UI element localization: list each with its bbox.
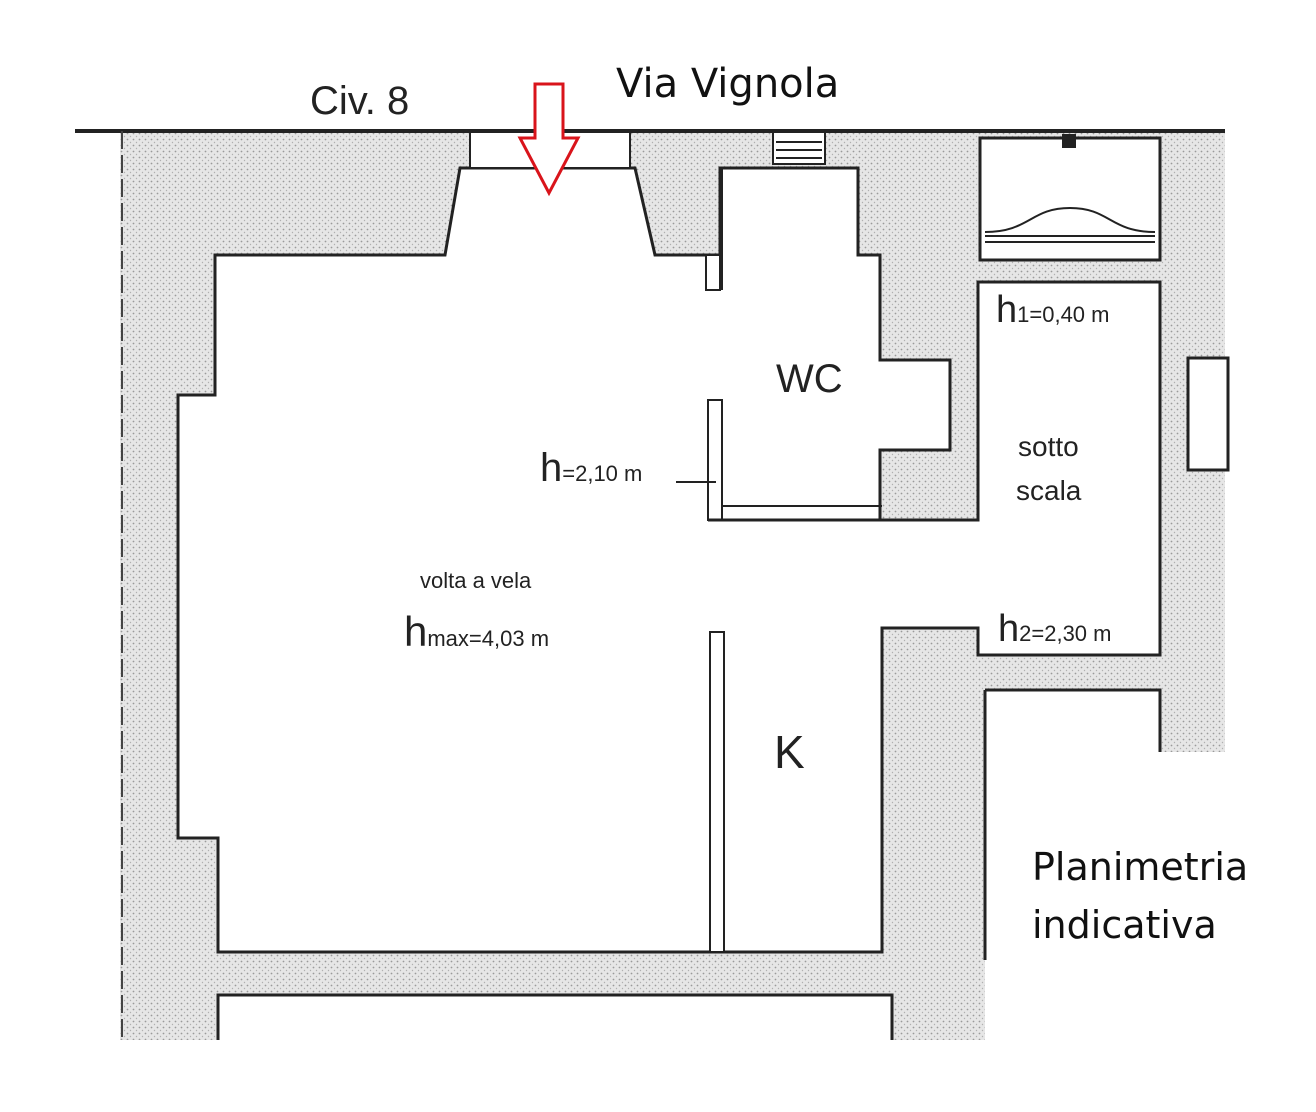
under-stairs-label-1: sotto: [1018, 431, 1079, 462]
caption-line-1: Planimetria: [1032, 845, 1248, 889]
wall-stub: [705, 254, 721, 291]
caption-line-2: indicativa: [1032, 903, 1217, 947]
kitchen-label: K: [774, 726, 805, 778]
wc-window: [772, 131, 826, 165]
lower-right-room: [985, 688, 1162, 752]
h2-label: h2=2,30 m: [998, 608, 1111, 650]
wc-label: WC: [776, 357, 843, 401]
stair-curve: [984, 206, 1156, 233]
h1-label: h1=0,40 m: [996, 289, 1109, 331]
entrance-arrow: [517, 82, 581, 197]
wc-height-label: h=2,10 m: [540, 446, 642, 490]
civic-number-label: Civ. 8: [310, 79, 409, 123]
street-label: Via Vignola: [616, 61, 839, 107]
lower-room: [216, 993, 894, 1040]
right-window: [1186, 356, 1230, 472]
main-room-vault-label: volta a vela: [420, 568, 532, 593]
main-room: [176, 166, 1162, 954]
under-stairs-label-2: scala: [1016, 475, 1082, 506]
kitchen-partition: [709, 631, 725, 953]
main-room-height-label: hmax=4,03 m: [404, 608, 549, 655]
wc-wall-left: [707, 399, 723, 521]
